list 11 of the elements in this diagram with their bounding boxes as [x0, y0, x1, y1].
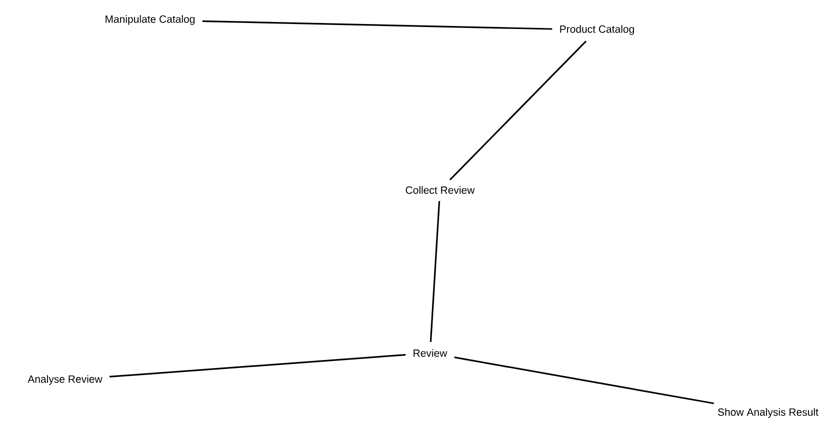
node-label: Show Analysis Result [718, 408, 818, 418]
node-label: Review [414, 349, 448, 357]
connector-line [110, 354, 406, 378]
connector-line [449, 40, 587, 180]
node-label: Collect Review [406, 186, 475, 194]
node-label: Product Catalog [560, 25, 634, 35]
connector-line [202, 20, 552, 30]
connector-line [430, 201, 440, 342]
connector-line [454, 356, 714, 404]
node-label: Analyse Review [28, 375, 102, 385]
node-label: Manipulate Catalog [106, 15, 195, 25]
